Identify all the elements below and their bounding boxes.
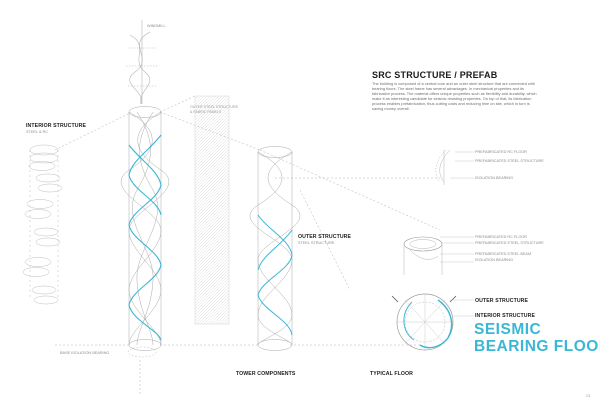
typical-floor-label: TYPICAL FLOOR	[370, 371, 413, 377]
outer-structure-sublabel: STEEL STRUCTURE	[298, 241, 335, 245]
callout-isolation-bearing-1: ISOLATION BEARING	[475, 176, 514, 180]
floor-interior-structure-label: INTERIOR STRUCTURE	[475, 313, 536, 319]
floor-mid-drawing	[403, 236, 443, 275]
windmill-drawing	[126, 20, 158, 105]
windmill-label: WINDMILL	[147, 24, 166, 28]
callout-prefab-rc-floor-1: PREFABRICATED RC FLOOR	[475, 150, 528, 154]
main-tower-drawing	[120, 106, 170, 351]
callout-prefab-rc-floor-2: PREFABRICATED RC FLOOR	[475, 235, 528, 239]
base-isolation-label: BASE ISOLATION BEARING	[60, 351, 110, 355]
typical-floor-drawing	[391, 293, 457, 351]
interior-structure-label: INTERIOR STRUCTURE	[26, 123, 87, 129]
tower-components-label: TOWER COMPONENTS	[236, 371, 296, 377]
outer-skin-drawing	[194, 95, 230, 325]
floor-outer-structure-label: OUTER STRUCTURE	[475, 298, 529, 304]
interior-structure-sublabel: STEEL & RC	[26, 130, 49, 134]
callout-prefab-steel-beam: PREFABRICATED STEEL BEAM	[475, 252, 532, 256]
section-description: The building is composed of a central co…	[372, 81, 537, 112]
callout-leaders	[440, 151, 474, 317]
section-title: SRC STRUCTURE / PREFAB	[372, 70, 498, 80]
guide-lines	[54, 95, 441, 395]
callout-prefab-steel-structure-2: PREFABRICATED STEEL STRUCTURE	[475, 241, 544, 245]
base-isolation-drawing	[127, 346, 157, 358]
outer-skin-note: OUTER STEEL STRUCTURE & FABRIC PANELS	[190, 105, 238, 114]
outer-tower-drawing	[249, 146, 301, 351]
callout-isolation-bearing-2: ISOLATION BEARING	[475, 258, 514, 262]
seismic-bearing-floor-title: SEISMIC BEARING FLOOR	[474, 321, 600, 355]
floor-exploded-drawing	[435, 149, 451, 185]
interior-core-drawing	[22, 144, 63, 305]
outer-structure-label: OUTER STRUCTURE	[298, 234, 352, 240]
callout-prefab-steel-structure-1: PREFABRICATED STEEL STRUCTURE	[475, 159, 544, 163]
page-number: 23	[586, 394, 591, 398]
